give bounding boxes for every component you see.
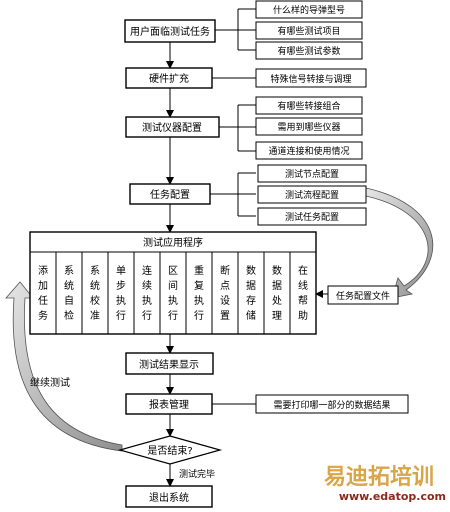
svg-text:用户面临测试任务: 用户面临测试任务: [130, 25, 210, 38]
app-module: 单步执行: [116, 265, 126, 322]
app-module: 在线帮助: [298, 265, 308, 322]
item-box-node-config: 测试节点配置: [257, 164, 367, 183]
watermark: 易迪拓培训 www.edatop.com: [324, 464, 446, 503]
node-hardware-expansion: 硬件扩充: [125, 67, 213, 89]
svg-text:有哪些测试参数: 有哪些测试参数: [277, 45, 340, 57]
svg-text:需用到哪些仪器: 需用到哪些仪器: [277, 121, 340, 133]
app-module: 断点设置: [220, 264, 230, 322]
svg-text:硬件扩充: 硬件扩充: [149, 72, 189, 85]
item-box-flow-config: 测试流程配置: [257, 185, 367, 204]
label-continue-test: 继续测试: [30, 376, 70, 389]
question-box-missile-model: 什么样的导弹型号: [255, 0, 363, 19]
app-module: 系统校准: [90, 265, 100, 322]
node-result-display: 测试结果显示: [125, 352, 214, 375]
curved-arrow-continue-test: [5, 281, 123, 452]
svg-text:任务配置文件: 任务配置文件: [336, 290, 390, 302]
app-module: 添加任务: [38, 264, 48, 322]
svg-text:测试任务配置: 测试任务配置: [285, 211, 339, 223]
question-box-instruments: 需用到哪些仪器: [255, 117, 363, 136]
svg-text:测试仪器配置: 测试仪器配置: [142, 121, 202, 134]
app-module: 区间执行: [168, 265, 178, 322]
svg-text:测试应用程序: 测试应用程序: [143, 236, 203, 249]
svg-text:测试结果显示: 测试结果显示: [139, 358, 199, 371]
node-task-config: 任务配置: [129, 183, 211, 205]
svg-text:测试节点配置: 测试节点配置: [285, 168, 339, 180]
label-test-done: 测试完毕: [179, 468, 215, 480]
svg-text:有哪些转接组合: 有哪些转接组合: [277, 100, 340, 112]
question-box-test-params: 有哪些测试参数: [255, 41, 363, 60]
app-module: 数据处理: [272, 264, 282, 322]
watermark-cn: 易迪拓培训: [324, 464, 434, 490]
app-module: 连续执行: [142, 264, 152, 322]
node-test-app: 测试应用程序: [29, 231, 317, 335]
svg-text:报表管理: 报表管理: [149, 398, 189, 411]
node-report-mgmt: 报表管理: [125, 393, 213, 415]
node-user-test-task: 用户面临测试任务: [124, 19, 216, 43]
question-box-channels: 通道连接和使用情况: [255, 141, 363, 160]
bracket-task-items: [210, 172, 256, 217]
svg-text:退出系统: 退出系统: [149, 491, 189, 504]
node-exit-system: 退出系统: [125, 485, 213, 508]
svg-text:需要打印哪一部分的数据结果: 需要打印哪一部分的数据结果: [273, 399, 390, 411]
node-task-config-file: 任务配置文件: [327, 285, 399, 305]
node-instrument-config: 测试仪器配置: [125, 116, 220, 138]
question-box-adapters: 有哪些转接组合: [255, 96, 363, 115]
question-box-test-items: 有哪些测试项目: [255, 21, 363, 40]
watermark-url: www.edatop.com: [339, 490, 446, 503]
app-module: 重复执行: [194, 264, 204, 322]
note-box-report: 需要打印哪一部分的数据结果: [255, 394, 409, 414]
note-box-hardware: 特殊信号转接与调理: [255, 68, 367, 88]
app-module: 系统自检: [64, 265, 74, 322]
svg-text:是否结束?: 是否结束?: [147, 444, 192, 457]
app-module: 数据存储: [246, 264, 256, 322]
svg-text:任务配置: 任务配置: [150, 188, 190, 201]
bracket-task-questions: [215, 8, 256, 51]
node-decision-end: 是否结束?: [117, 435, 223, 465]
svg-text:测试流程配置: 测试流程配置: [285, 189, 339, 201]
svg-text:通道连接和使用情况: 通道连接和使用情况: [268, 145, 349, 157]
curved-arrow-to-config-file: [365, 187, 434, 299]
svg-text:什么样的导弹型号: 什么样的导弹型号: [273, 4, 345, 16]
svg-text:特殊信号转接与调理: 特殊信号转接与调理: [270, 73, 351, 85]
item-box-task-config: 测试任务配置: [257, 207, 367, 226]
bracket-instrument-questions: [219, 104, 256, 152]
app-modules: 添加任务 系统自检 系统校准 单步执行 连续执行 区间执行 重复执行 断点设置 数据存储 数据处理…: [38, 252, 308, 334]
svg-text:有哪些测试项目: 有哪些测试项目: [277, 25, 340, 37]
